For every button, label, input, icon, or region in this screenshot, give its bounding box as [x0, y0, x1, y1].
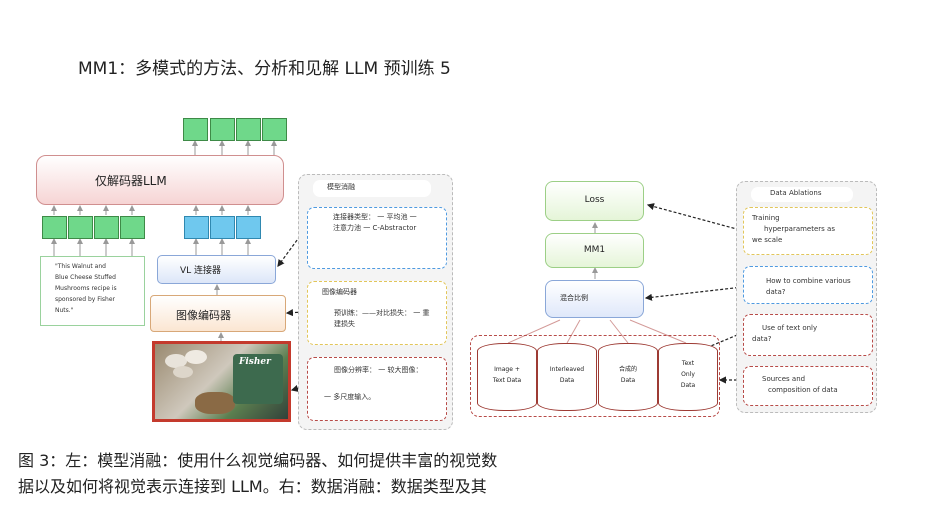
text-input-card: "This Walnut and Blue Cheese Stuffed Mus… — [40, 256, 145, 326]
caption-line: 图 3：左：模型消融：使用什么视觉编码器、如何提供丰富的视觉数 — [18, 451, 498, 470]
data-cylinder-text-only: Text Only Data — [658, 343, 718, 411]
caption-line: 据以及如何将视觉表示连接到 LLM。右：数据消融：数据类型及其 — [18, 477, 487, 496]
data-cylinder-synthetic: 合成的 Data — [598, 343, 658, 411]
data-cylinder-interleaved: Interleaved Data — [537, 343, 597, 411]
encoder-ablation-box: 图像编码器 预训练：——对比损失： 一 重 建损失 — [307, 281, 447, 345]
resolution-text: 图像分辨率： 一 较大图像： — [334, 366, 423, 374]
text-token — [120, 216, 145, 239]
mm1-box: MM1 — [545, 233, 644, 268]
text-only-box: Use of text only data? — [743, 314, 873, 356]
cylinder-label: Image + — [494, 366, 520, 373]
text-token — [94, 216, 119, 239]
training-text: Training — [752, 214, 780, 222]
slide-title: MM1：多模式的方法、分析和见解 LLM 预训练 5 — [78, 59, 451, 79]
cylinder-label: Data — [680, 382, 696, 389]
cylinder-label: Data — [620, 377, 636, 384]
photo-brand-label: Fisher — [239, 357, 271, 367]
sources-text: Sources and — [762, 375, 806, 383]
text-only-text: Use of text only — [762, 324, 818, 332]
image-token — [236, 216, 261, 239]
connector-type-text: 注意力池 一 C-Abstractor — [333, 224, 417, 232]
text-input-line: Mushrooms recipe is — [55, 285, 117, 292]
connector-type-text: 连接器类型： 一 平均池 一 — [333, 213, 417, 221]
image-encoder-box: 图像编码器 — [150, 295, 286, 332]
pretrain-text: 建损失 — [334, 320, 355, 328]
cylinder-label: Interleaved — [549, 366, 585, 373]
image-token — [184, 216, 209, 239]
data-ablation-panel: Data Ablations Training hyperparameters … — [736, 181, 877, 413]
text-token — [68, 216, 93, 239]
combine-data-box: How to combine various data? — [743, 266, 873, 304]
cylinder-label: Data — [559, 377, 575, 384]
pretrain-text: 预训练：——对比损失： 一 重 — [334, 309, 430, 317]
data-cylinder-image-text: Image + Text Data — [477, 343, 537, 411]
output-token — [262, 118, 287, 141]
cylinder-label: Only — [681, 371, 695, 378]
output-token — [236, 118, 261, 141]
training-ablation-box: Training hyperparameters as we scale — [743, 207, 873, 255]
text-input-line: Blue Cheese Stuffed — [55, 274, 116, 281]
loss-box: Loss — [545, 181, 644, 221]
image-token — [210, 216, 235, 239]
connector-type-box: 连接器类型： 一 平均池 一 注意力池 一 C-Abstractor — [307, 207, 447, 269]
mixture-ratio-box: 混合比例 — [545, 280, 644, 318]
text-input-line: Nuts." — [55, 307, 74, 314]
model-ablation-panel: 模型消融 连接器类型： 一 平均池 一 注意力池 一 C-Abstractor … — [298, 174, 453, 430]
text-token — [42, 216, 67, 239]
output-token — [183, 118, 208, 141]
training-text: we scale — [752, 236, 783, 244]
text-only-text: data? — [752, 335, 772, 343]
resolution-text: 一 多尺度输入。 — [324, 393, 376, 401]
data-ablation-title: Data Ablations — [751, 187, 853, 202]
sources-text: composition of data — [768, 386, 838, 394]
sources-box: Sources and composition of data — [743, 366, 873, 406]
vl-connector-box: VL 连接器 — [157, 255, 276, 284]
output-token — [210, 118, 235, 141]
encoder-ablation-title: 图像编码器 — [322, 288, 357, 296]
cylinder-label: Text — [681, 360, 695, 367]
training-text: hyperparameters as — [764, 225, 835, 233]
data-sources-group — [470, 335, 720, 417]
input-photo: Fisher — [152, 341, 291, 422]
text-input-line: sponsored by Fisher — [55, 296, 115, 303]
text-input-line: "This Walnut and — [55, 263, 106, 270]
resolution-ablation-box: 图像分辨率： 一 较大图像： 一 多尺度输入。 — [307, 357, 447, 421]
figure-caption: 图 3：左：模型消融：使用什么视觉编码器、如何提供丰富的视觉数 据以及如何将视觉… — [18, 448, 497, 500]
decoder-llm-box: 仅解码器LLM — [36, 155, 284, 205]
cylinder-label: Text Data — [492, 377, 522, 384]
decoder-llm-label: 仅解码器LLM — [95, 174, 167, 188]
cylinder-label: 合成的 — [618, 366, 637, 373]
model-ablation-title: 模型消融 — [313, 180, 431, 197]
